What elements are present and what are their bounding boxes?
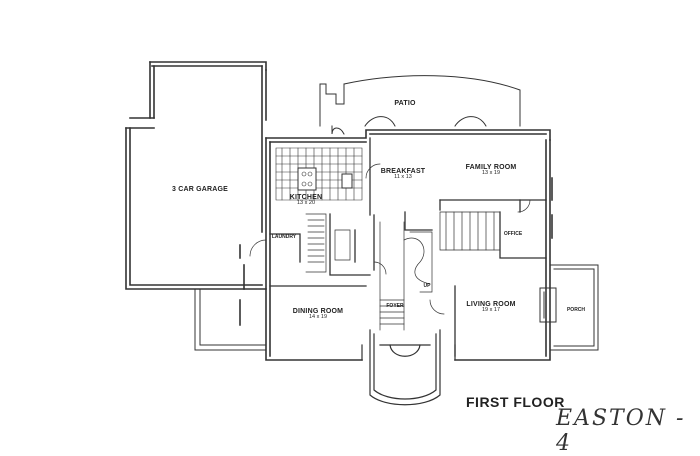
- west-wing-lines: [194, 288, 267, 351]
- foyer-label: FOYER: [382, 303, 408, 309]
- stair-up-label: UP: [420, 283, 434, 289]
- foyer-name: FOYER: [386, 303, 404, 309]
- garage-name: 3 CAR GARAGE: [171, 186, 229, 193]
- porch-outline: [539, 264, 599, 351]
- laundry-label: LAUNDRY: [268, 234, 300, 240]
- interior-walls: [269, 137, 547, 357]
- breakfast-name: BREAKFAST: [380, 168, 426, 175]
- patio-outline: [319, 75, 521, 135]
- door-swings: [249, 163, 531, 315]
- kitchen-label: KITCHEN 13 x 20: [286, 194, 326, 207]
- living-room-name: LIVING ROOM: [466, 301, 516, 308]
- office-name: OFFICE: [503, 231, 523, 237]
- family-room-label: FAMILY ROOM 13 x 19: [456, 164, 526, 177]
- floor-plan-drawing: [125, 61, 599, 406]
- stair-up-text: UP: [423, 283, 431, 289]
- entry-bay: [361, 329, 456, 406]
- living-room-dims: 19 x 17: [481, 307, 501, 314]
- breakfast-dims: 11 x 13: [394, 174, 412, 181]
- family-room-name: FAMILY ROOM: [465, 164, 517, 171]
- stairs: [305, 211, 501, 331]
- floor-title: FIRST FLOOR: [466, 394, 565, 410]
- laundry-name: LAUNDRY: [271, 234, 297, 240]
- garage-label: 3 CAR GARAGE: [150, 186, 250, 193]
- patio-label: PATIO: [380, 100, 430, 107]
- breakfast-label: BREAKFAST 11 x 13: [370, 168, 436, 181]
- dining-room-label: DINING ROOM 14 x 19: [282, 308, 354, 321]
- porch-name: PORCH: [566, 307, 586, 313]
- office-label: OFFICE: [500, 231, 526, 237]
- garage-walls: [125, 61, 267, 290]
- patio-name: PATIO: [394, 100, 416, 107]
- kitchen-name: KITCHEN: [289, 194, 323, 201]
- kitchen-dims: 13 x 20: [296, 200, 316, 207]
- living-room-label: LIVING ROOM 19 x 17: [456, 301, 526, 314]
- plan-signature: EASTON - 4: [556, 406, 686, 456]
- kitchen-cabinets: [275, 147, 363, 201]
- dining-room-name: DINING ROOM: [292, 308, 344, 315]
- family-room-dims: 13 x 19: [481, 170, 501, 177]
- porch-label: PORCH: [564, 307, 588, 313]
- dining-room-dims: 14 x 19: [308, 314, 328, 321]
- house-exterior-walls: [239, 129, 553, 361]
